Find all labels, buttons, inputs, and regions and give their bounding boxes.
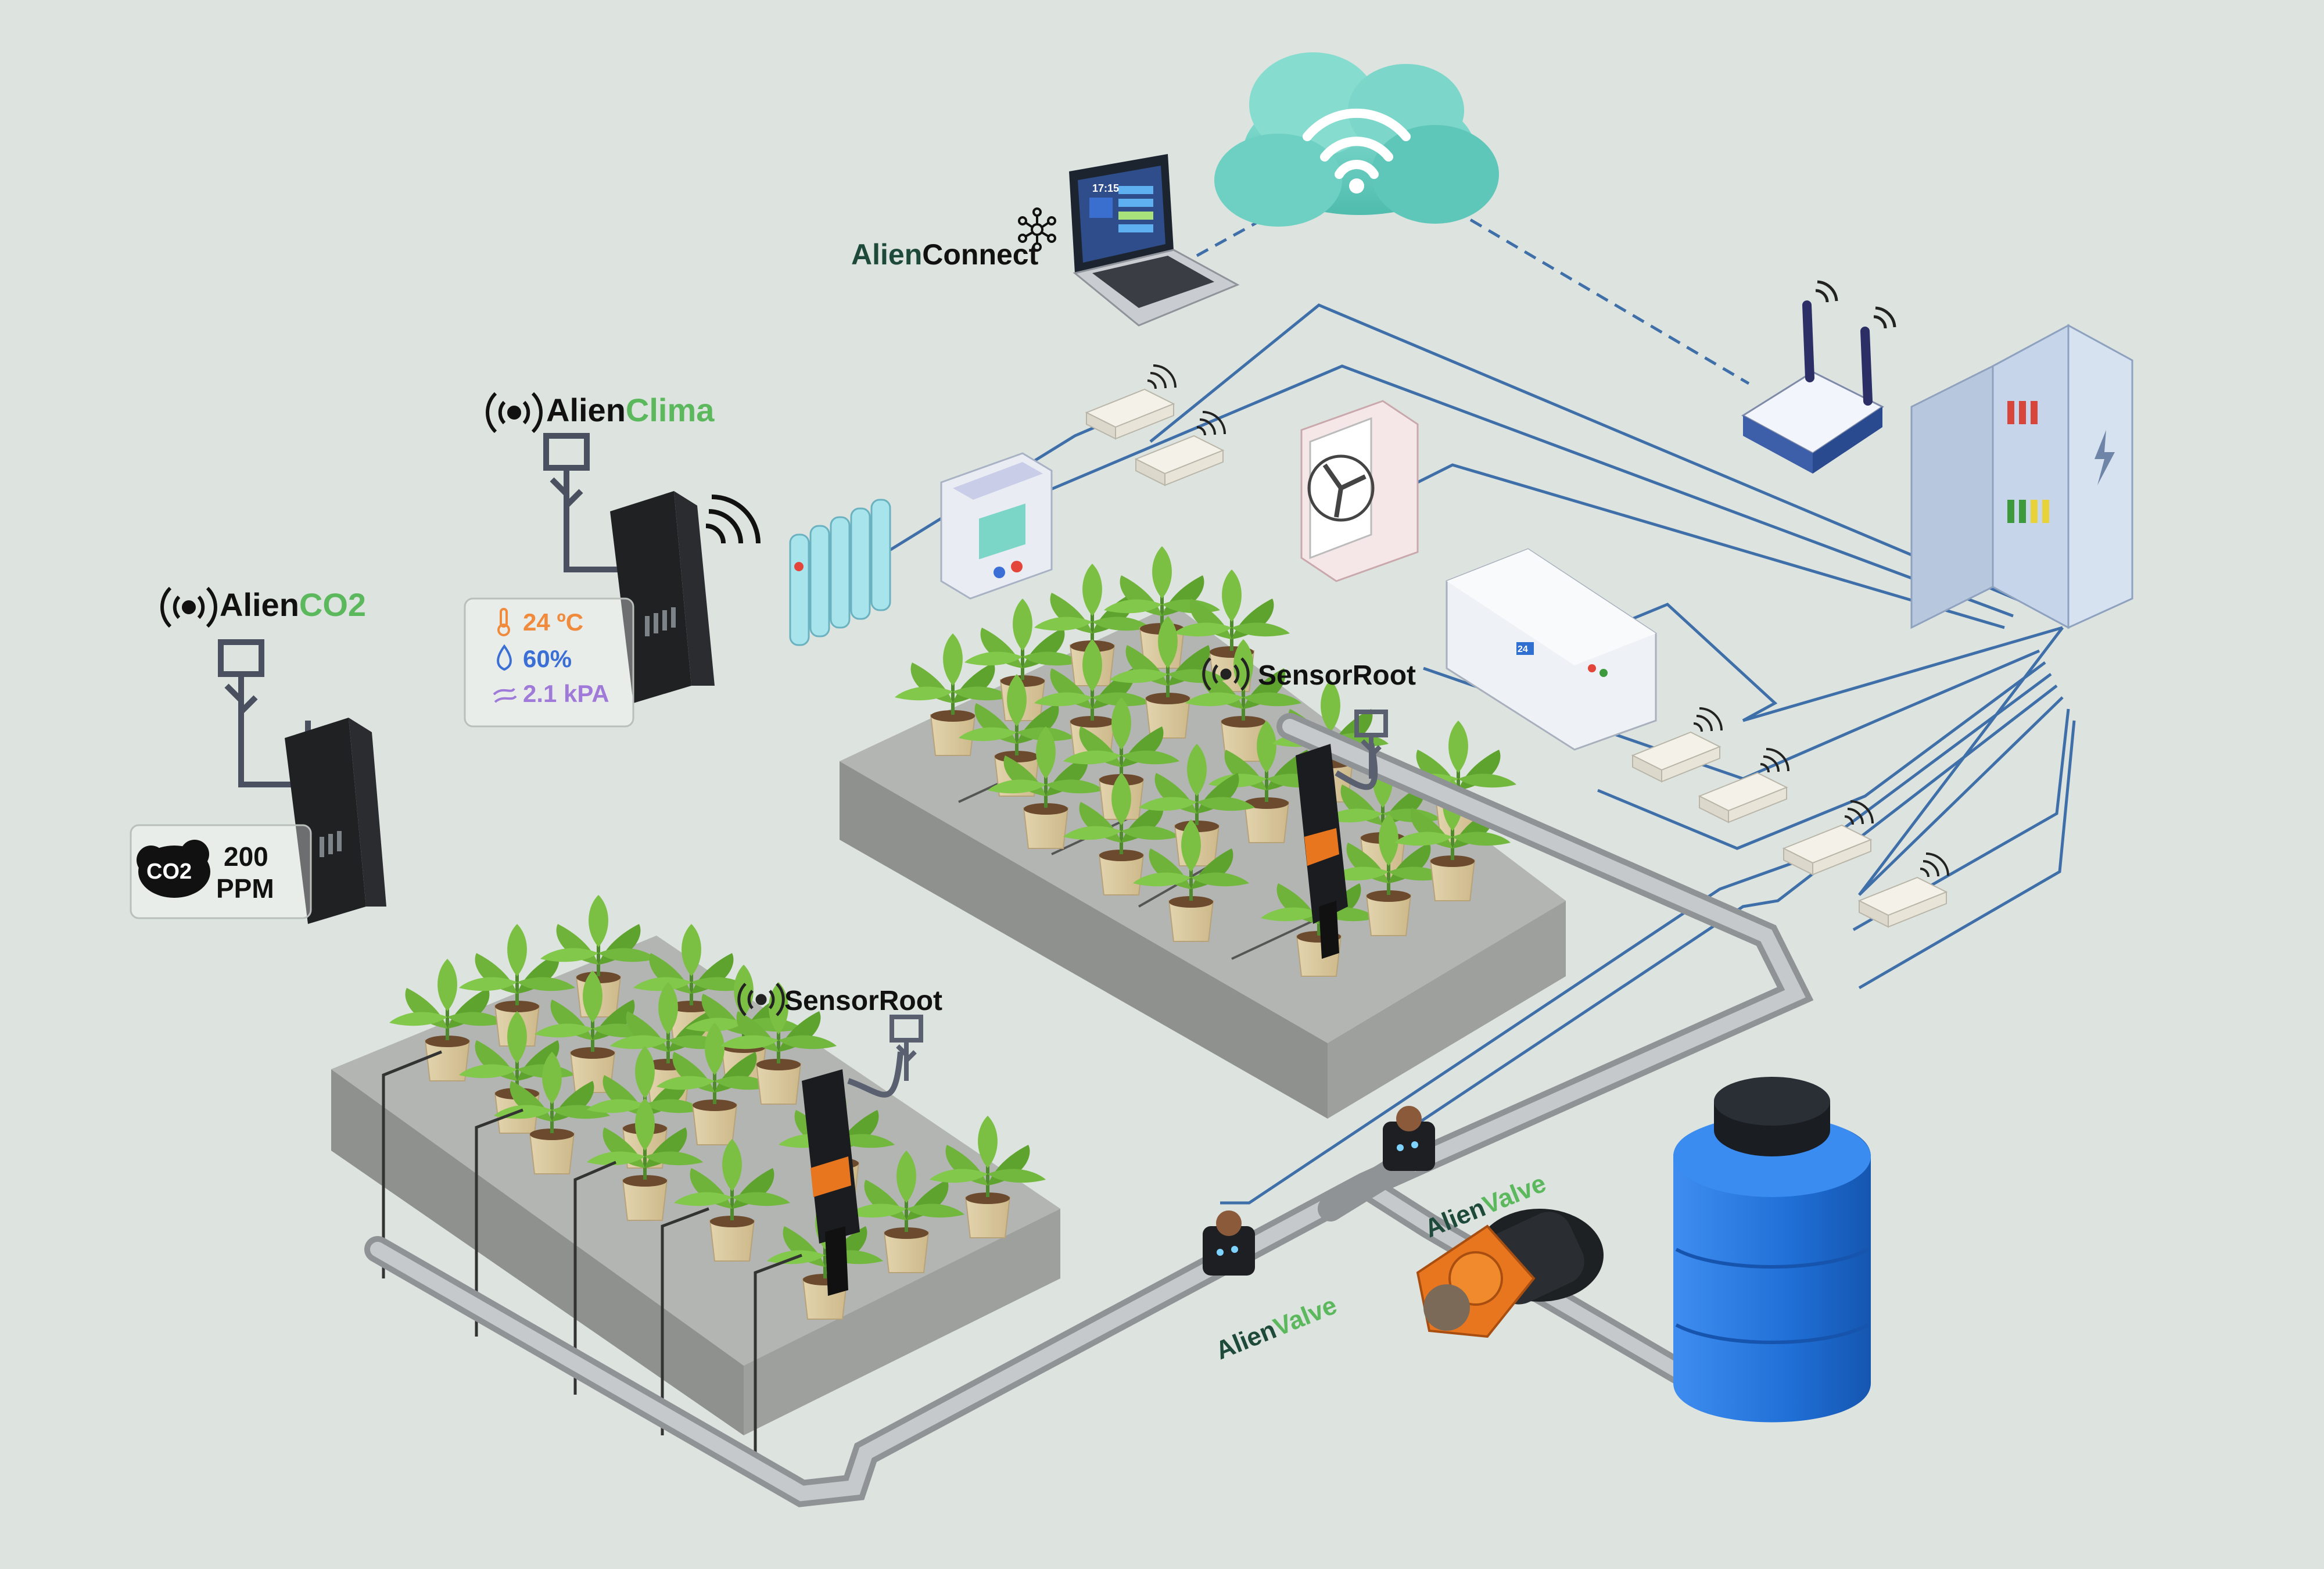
wifi-icon <box>1303 108 1411 179</box>
svg-text:AlienCO2: AlienCO2 <box>220 586 366 623</box>
vpd-icon <box>493 687 517 703</box>
network-icon <box>1018 207 1056 252</box>
vpd-reading: 2.1 kPA <box>523 680 609 707</box>
alien-clima-device <box>543 433 761 703</box>
alien-valve-1-label: AlienValve <box>1211 1291 1340 1365</box>
heater <box>789 499 891 646</box>
drip-lines <box>382 1050 802 1464</box>
exhaust-fan <box>1300 400 1419 582</box>
co2-unit: PPM <box>216 873 274 904</box>
sensor-root-back-label: SensorRoot <box>1202 657 1416 691</box>
wireless-icon <box>737 983 785 1016</box>
alien-clima-label: AlienClima <box>486 392 715 434</box>
sensor-root-front <box>802 1015 923 1296</box>
alien-valve-1 <box>1203 1210 1255 1276</box>
svg-text:CO2: CO2 <box>146 859 192 884</box>
laptop: 17:15 <box>1069 154 1240 327</box>
svg-text:AlienClima: AlienClima <box>546 392 715 428</box>
usb-icon <box>890 1015 923 1081</box>
wireless-icon <box>160 586 217 628</box>
usb-icon <box>1354 710 1388 779</box>
co2-readings-card: CO2 200 PPM <box>130 824 312 919</box>
co2-cloud-icon: CO2 <box>137 840 210 898</box>
wireless-icon <box>1202 657 1250 691</box>
temperature-reading: 24 ºC <box>523 608 583 636</box>
lightning-icon <box>2095 430 2115 485</box>
sensor-root-front-label: SensorRoot <box>737 983 942 1016</box>
water-pipes <box>364 713 1814 1507</box>
co2-value: 200 <box>224 841 268 872</box>
alien-connect-label: AlienConnect <box>851 238 1039 271</box>
alien-co2-label: AlienCO2 <box>160 586 366 628</box>
svg-text:SensorRoot: SensorRoot <box>1258 660 1416 691</box>
water-pump <box>1416 1209 1604 1338</box>
wireless-icon <box>486 392 543 434</box>
ac-display: 24 <box>1518 644 1528 654</box>
thermometer-icon <box>497 608 510 636</box>
electrical-panel <box>1910 324 2133 629</box>
alien-co2-device <box>218 639 386 924</box>
clima-readings-card: 24 ºC 60% 2.1 kPA <box>464 597 634 728</box>
usb-icon <box>218 639 311 787</box>
svg-text:SensorRoot: SensorRoot <box>784 986 942 1016</box>
humidity-reading: 60% <box>523 645 572 672</box>
humidifier <box>940 452 1053 600</box>
humidity-icon <box>497 644 512 671</box>
laptop-clock: 17:15 <box>1092 182 1119 194</box>
cloud-service <box>1214 52 1499 227</box>
sensor-root-back <box>1296 710 1388 959</box>
air-conditioner: 24 <box>1446 548 1657 751</box>
alien-valve-2 <box>1383 1106 1435 1171</box>
water-tank <box>1673 1077 1871 1423</box>
wifi-router <box>1741 280 1896 474</box>
